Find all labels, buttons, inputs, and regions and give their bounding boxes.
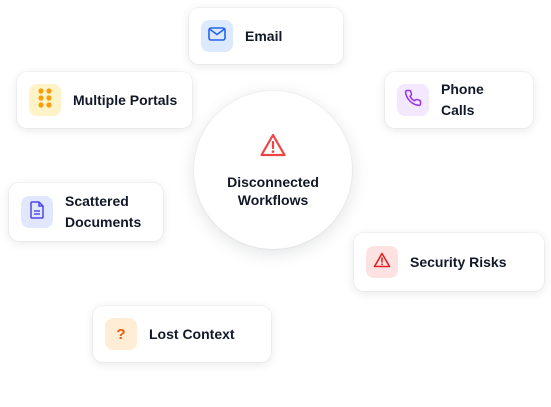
center-title: Disconnected Workflows	[227, 173, 319, 208]
node-multiple-portals: Multiple Portals	[17, 72, 192, 128]
lost-context-icon-box: ?	[105, 318, 137, 350]
grid-dots-icon	[37, 87, 53, 114]
node-label: Phone Calls	[441, 81, 484, 118]
warning-triangle-icon	[373, 252, 391, 273]
mail-icon	[208, 26, 226, 46]
node-security-risks: Security Risks	[354, 233, 544, 291]
node-label: Scattered Documents	[65, 193, 142, 230]
security-risks-icon-box	[366, 246, 398, 278]
node-label: Security Risks	[410, 253, 507, 270]
node-scattered-documents: Scattered Documents	[9, 183, 163, 241]
node-label: Lost Context	[149, 325, 235, 342]
multiple-portals-icon-box	[29, 84, 61, 116]
scattered-documents-icon-box	[21, 196, 53, 228]
node-email: Email	[189, 8, 343, 64]
email-icon-box	[201, 20, 233, 52]
center-hub: Disconnected Workflows	[194, 91, 352, 249]
document-icon	[30, 200, 44, 224]
node-label: Email	[245, 27, 283, 44]
phone-icon	[404, 89, 422, 112]
node-label: Multiple Portals	[73, 91, 178, 108]
node-phone-calls: Phone Calls	[385, 72, 533, 128]
question-mark-icon: ?	[116, 325, 126, 343]
phone-calls-icon-box	[397, 84, 429, 116]
warning-triangle-icon	[259, 132, 287, 163]
node-lost-context: ? Lost Context	[93, 306, 271, 362]
